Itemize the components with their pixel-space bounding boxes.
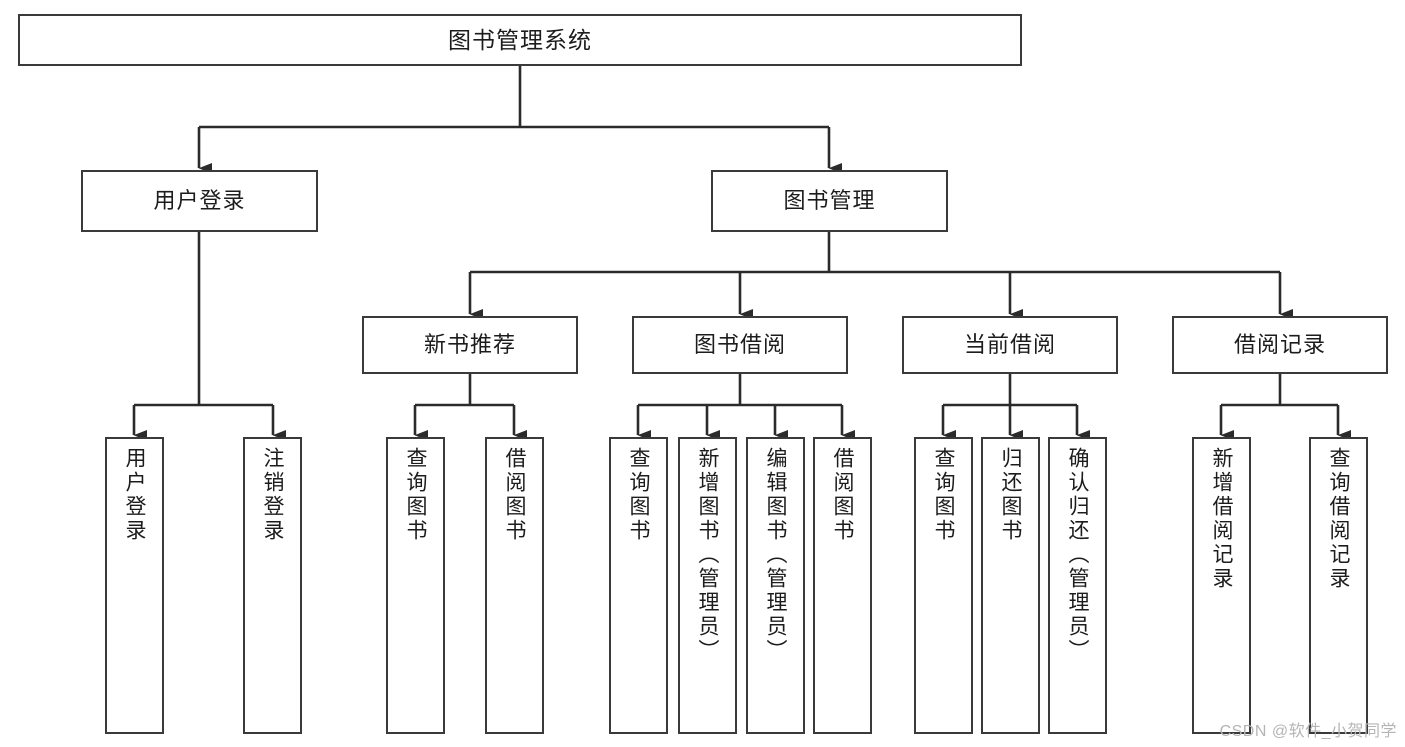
- node-label: 查询借阅记录: [1327, 447, 1350, 591]
- node-label: 新书推荐: [423, 332, 516, 358]
- node-root-book-management-system[interactable]: 图书管理系统: [18, 14, 1022, 66]
- node-label: 确认归还（管理员）: [1066, 447, 1089, 663]
- node-label: 编辑图书（管理员）: [764, 447, 787, 663]
- node-label: 用户登录: [153, 188, 246, 214]
- node-label: 归还图书: [999, 447, 1022, 543]
- leaf-add-book-admin[interactable]: 新增图书（管理员）: [678, 437, 737, 734]
- leaf-add-borrow-record[interactable]: 新增借阅记录: [1192, 437, 1251, 734]
- node-user-login[interactable]: 用户登录: [81, 170, 318, 232]
- leaf-user-login[interactable]: 用户登录: [105, 437, 164, 734]
- csdn-watermark: CSDN @软件_小贺同学: [1219, 723, 1397, 740]
- leaf-borrow-book-recommend[interactable]: 借阅图书: [485, 437, 544, 734]
- leaf-borrow-book[interactable]: 借阅图书: [813, 437, 872, 734]
- node-new-book-recommend[interactable]: 新书推荐: [362, 316, 578, 374]
- node-current-borrow[interactable]: 当前借阅: [902, 316, 1118, 374]
- node-label: 当前借阅: [963, 332, 1056, 358]
- node-label: 新增借阅记录: [1210, 447, 1233, 591]
- node-book-management[interactable]: 图书管理: [711, 170, 948, 232]
- node-label: 查询图书: [932, 447, 955, 543]
- node-label: 新增图书（管理员）: [696, 447, 719, 663]
- leaf-query-book-current[interactable]: 查询图书: [914, 437, 973, 734]
- leaf-confirm-return-admin[interactable]: 确认归还（管理员）: [1048, 437, 1107, 734]
- leaf-query-borrow-record[interactable]: 查询借阅记录: [1309, 437, 1368, 734]
- node-label: 图书管理: [783, 188, 876, 214]
- node-label: 图书管理系统: [448, 26, 592, 53]
- node-borrow-record[interactable]: 借阅记录: [1172, 316, 1388, 374]
- node-label: 图书借阅: [693, 332, 786, 358]
- leaf-user-logout[interactable]: 注销登录: [243, 437, 302, 734]
- node-label: 借阅图书: [831, 447, 854, 543]
- leaf-query-book-recommend[interactable]: 查询图书: [386, 437, 445, 734]
- node-label: 查询图书: [627, 447, 650, 543]
- leaf-return-book[interactable]: 归还图书: [981, 437, 1040, 734]
- node-label: 借阅记录: [1233, 332, 1326, 358]
- node-label: 注销登录: [261, 447, 284, 543]
- leaf-edit-book-admin[interactable]: 编辑图书（管理员）: [746, 437, 805, 734]
- node-label: 查询图书: [404, 447, 427, 543]
- node-label: 用户登录: [123, 447, 146, 543]
- node-label: 借阅图书: [503, 447, 526, 543]
- leaf-query-book-borrow[interactable]: 查询图书: [609, 437, 668, 734]
- node-book-borrow[interactable]: 图书借阅: [632, 316, 848, 374]
